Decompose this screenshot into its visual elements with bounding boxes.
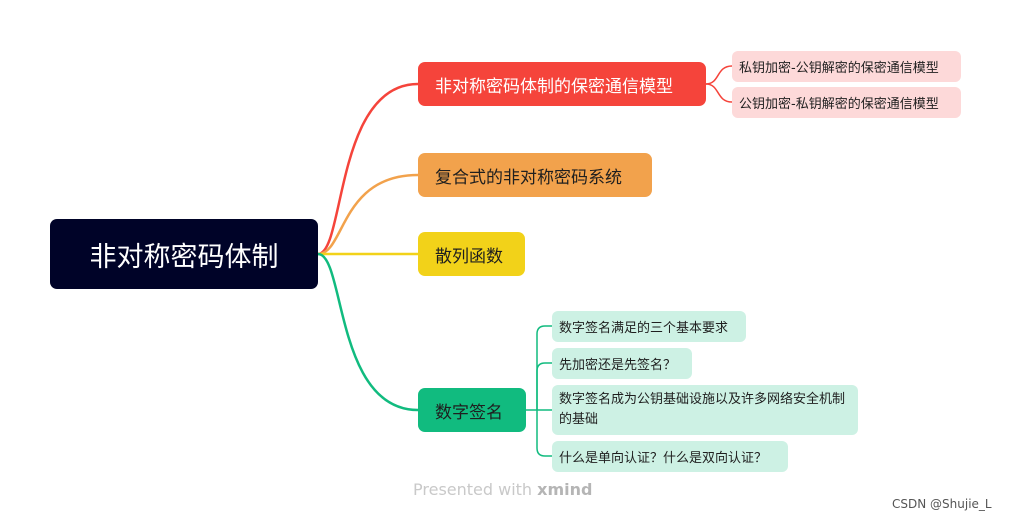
connector-branch-4-leaf-2 — [536, 362, 552, 410]
connector-branch-1-leaf-1 — [705, 65, 733, 85]
connector-branch-4-leaf-1 — [536, 325, 552, 410]
branch-topic-1[interactable]: 非对称密码体制的保密通信模型 — [418, 62, 706, 106]
subtopic-4-2[interactable]: 先加密还是先签名？ — [552, 348, 692, 379]
subtopic-4-4[interactable]: 什么是单向认证？什么是双向认证？ — [552, 441, 788, 472]
csdn-watermark: CSDN @Shujie_L — [892, 497, 992, 511]
connector-root-to-branch-2 — [317, 173, 419, 256]
subtopic-4-3[interactable]: 数字签名成为公钥基础设施以及许多网络安全机制的基础 — [552, 385, 858, 435]
branch-topic-2[interactable]: 复合式的非对称密码系统 — [418, 153, 652, 197]
root-topic[interactable]: 非对称密码体制 — [50, 219, 318, 289]
subtopic-4-1[interactable]: 数字签名满足的三个基本要求 — [552, 311, 746, 342]
presented-with-footer: Presented with xmind — [413, 480, 592, 499]
subtopic-1-1[interactable]: 私钥加密-公钥解密的保密通信模型 — [732, 51, 961, 82]
connector-branch-1-leaf-2 — [705, 83, 733, 103]
xmind-logo: xmind — [537, 480, 593, 499]
branch-topic-3[interactable]: 散列函数 — [418, 232, 525, 276]
connector-branch-4-leaf-4 — [536, 410, 552, 457]
branch-topic-4[interactable]: 数字签名 — [418, 388, 526, 432]
connector-root-to-branch-4 — [317, 252, 419, 412]
footer-prefix: Presented with — [413, 480, 533, 499]
subtopic-1-2[interactable]: 公钥加密-私钥解密的保密通信模型 — [732, 87, 961, 118]
connector-root-to-branch-1 — [317, 82, 419, 256]
